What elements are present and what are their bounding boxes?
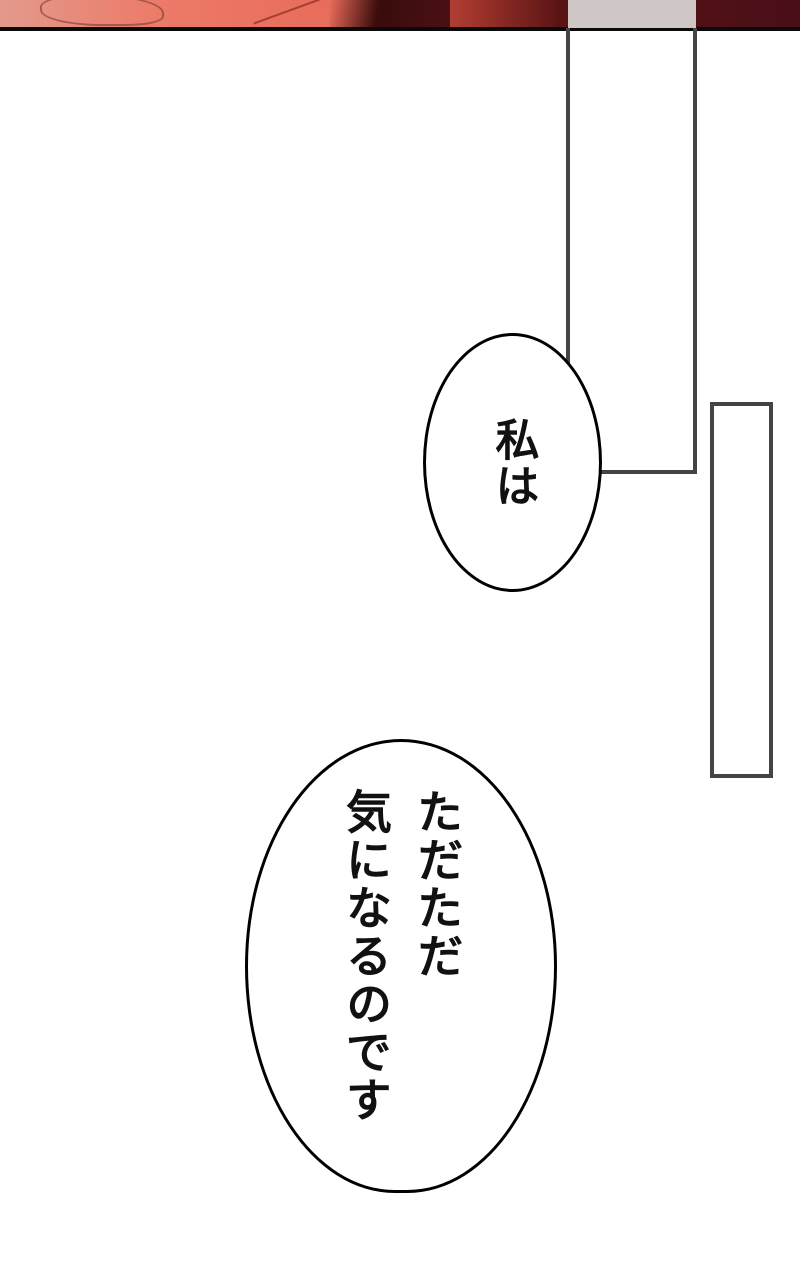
speech-line-1: ただただ [410,788,465,980]
panel-frame-center [566,28,697,474]
artwork-shadow [330,0,450,27]
panel-frame-right [710,402,773,778]
translucent-caption-box [568,0,696,28]
speech-text: ただただ 気になるのです [330,788,473,1124]
speech-text: 私は [487,416,539,509]
speech-line-2: 気になるのです [339,788,393,1124]
artwork-stroke [40,0,164,26]
speech-bubble-2: ただただ 気になるのです [245,739,557,1193]
speech-bubble-1: 私は [423,333,602,592]
